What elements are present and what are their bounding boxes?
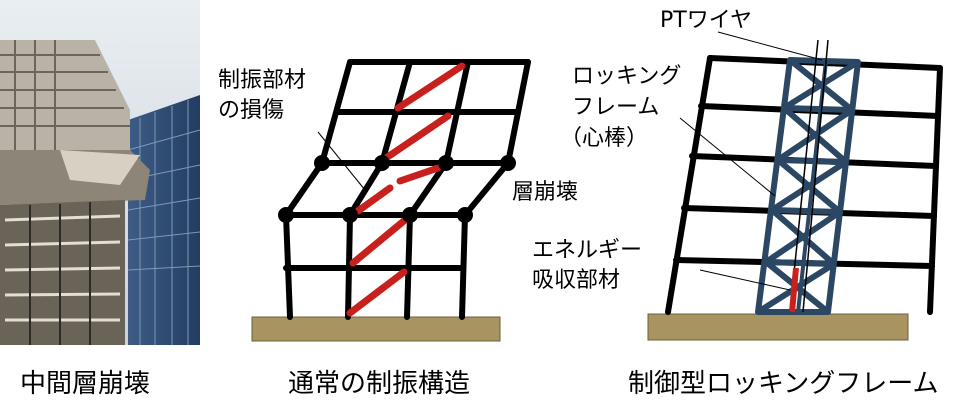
rocking-frame-label-line2: フレーム [572,95,660,120]
caption-photo: 中間層崩壊 [20,369,151,399]
damper-structure-panel: 制振部材 の損傷 層崩壊 通常の制振構造 [210,0,590,406]
energy-absorbing-member [789,267,799,313]
damper-structure-diagram [251,59,531,342]
upper-frame [319,59,531,166]
photo-panel: 中間層崩壊 [0,0,200,399]
story-collapse-label: 層崩壊 [512,180,579,205]
rocking-frame-panel: PTワイヤ ロッキング フレーム （心棒） エネルギー 吸収部材 制御型ロッキン… [532,0,977,406]
energy-absorbing-label-line2: 吸収部材 [532,268,621,293]
damage-leader-line [317,131,366,191]
leader-lines [679,31,823,291]
caption-rocking: 制御型ロッキングフレーム [628,369,939,399]
damage-label-line2: の損傷 [218,98,285,123]
energy-absorbing-label-line1: エネルギー [532,238,643,263]
collapsed-story [283,160,511,218]
rocking-frame-label-line3: （心棒） [560,126,649,151]
rocking-frame-diagram [647,31,943,341]
lower-frame [283,212,468,320]
ground-slab [251,316,501,342]
pt-wires [789,39,829,313]
damper-braces [346,62,466,317]
collapsed-building-photo [0,0,200,345]
caption-damper: 通常の制振構造 [288,369,471,399]
pt-wire-label: PTワイヤ [660,8,753,33]
damage-label-line1: 制振部材 [218,68,307,93]
ground-slab [647,313,909,341]
plastic-hinges [278,155,516,223]
rocking-frame-label-line1: ロッキング [572,64,682,89]
rocking-truss [755,57,861,315]
